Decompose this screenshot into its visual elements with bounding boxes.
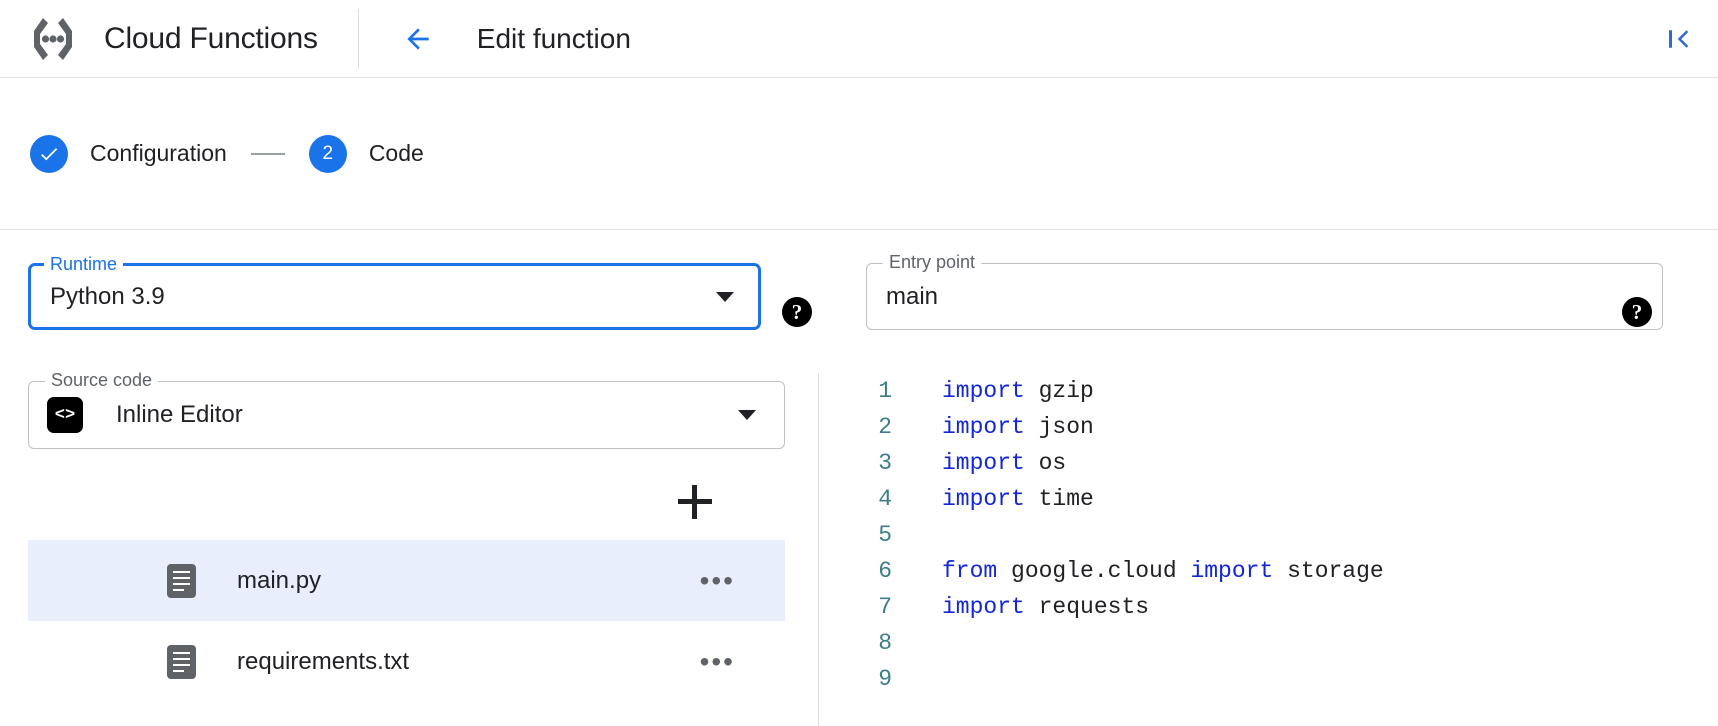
body-area: Runtime Python 3.9 Entry point main Sour…: [0, 231, 1718, 726]
code-line: 7 import requests: [836, 589, 1718, 625]
header-divider: [357, 8, 359, 69]
code-brackets-icon: <>: [47, 397, 83, 433]
more-horizontal-icon[interactable]: •••: [699, 564, 735, 596]
add-plus-icon[interactable]: [678, 484, 712, 519]
step-marker-completed: [30, 134, 68, 173]
runtime-value: Python 3.9: [50, 282, 165, 310]
runtime-select[interactable]: Runtime Python 3.9: [28, 254, 761, 330]
code-keyword: import: [1190, 558, 1274, 584]
pane-divider: [818, 373, 819, 726]
code-text[interactable]: from google.cloud import storage: [942, 553, 1384, 589]
code-keyword: import: [942, 594, 1025, 620]
step-label-configuration: Configuration: [90, 140, 227, 166]
code-line: 6 from google.cloud import storage: [836, 553, 1718, 589]
code-line: 3 import os: [836, 445, 1718, 481]
code-keyword: import: [942, 414, 1025, 440]
page-title: Edit function: [476, 22, 631, 54]
line-number: 7: [878, 594, 892, 620]
file-name: requirements.txt: [237, 647, 410, 675]
entry-point-field[interactable]: Entry point main: [866, 252, 1663, 330]
add-file-row: [28, 463, 785, 540]
code-token: json: [1024, 414, 1094, 440]
line-number: 6: [878, 558, 892, 584]
code-line: 9: [836, 661, 1718, 697]
entry-point-value: main: [886, 282, 939, 310]
code-text[interactable]: import os: [942, 445, 1066, 481]
code-line: 1 import gzip: [836, 373, 1718, 409]
source-code-label: Source code: [45, 370, 159, 391]
file-description-icon: [167, 563, 196, 598]
brand-block: Cloud Functions: [0, 12, 318, 66]
file-name: main.py: [237, 566, 322, 594]
entry-point-label: Entry point: [883, 252, 982, 273]
file-list-item-requirements-txt[interactable]: requirements.txt •••: [28, 621, 785, 702]
code-line: 8: [836, 625, 1718, 661]
inline-code-editor[interactable]: 1 import gzip 2 import json 3 import os 4 impor…: [836, 373, 1718, 726]
step-connector: [250, 152, 285, 155]
code-keyword: import: [942, 486, 1025, 512]
code-line: 5: [836, 517, 1718, 553]
help-filled-icon[interactable]: ?: [1622, 297, 1652, 327]
arrow-left-icon[interactable]: [401, 22, 435, 56]
source-code-value: Inline Editor: [116, 401, 243, 428]
file-list: main.py ••• requirements.txt •••: [28, 540, 785, 702]
chevron-down-icon[interactable]: [724, 382, 770, 448]
code-keyword: from: [942, 558, 998, 584]
code-token: gzip: [1024, 378, 1094, 404]
code-token: time: [1024, 486, 1094, 512]
code-token: requests: [1024, 594, 1150, 620]
wizard-stepper: Configuration 2 Code: [0, 78, 1718, 230]
source-code-select[interactable]: Source code <> Inline Editor: [28, 370, 785, 449]
step-marker-2: 2: [308, 134, 347, 173]
code-token: os: [1024, 450, 1067, 476]
code-token: storage: [1273, 558, 1384, 584]
code-text[interactable]: import requests: [942, 589, 1149, 625]
code-text[interactable]: import json: [942, 409, 1094, 445]
code-line: 4 import time: [836, 481, 1718, 517]
line-number: 2: [878, 414, 892, 440]
cloud-functions-logo-icon: [26, 12, 80, 66]
file-list-item-main-py[interactable]: main.py •••: [28, 540, 785, 621]
collapse-panel-icon[interactable]: [1662, 22, 1696, 56]
file-description-icon: [167, 644, 196, 679]
line-number: 4: [878, 486, 892, 512]
line-number: 3: [878, 450, 892, 476]
app-header: Cloud Functions Edit function: [0, 0, 1718, 78]
code-text[interactable]: import time: [942, 481, 1094, 517]
step-code[interactable]: 2 Code: [308, 134, 424, 173]
runtime-label: Runtime: [44, 254, 124, 275]
code-token: google.cloud: [997, 558, 1191, 584]
code-line: 2 import json: [836, 409, 1718, 445]
code-keyword: import: [942, 378, 1025, 404]
step-configuration[interactable]: Configuration: [30, 134, 227, 173]
line-number: 8: [878, 630, 892, 656]
help-filled-icon[interactable]: ?: [782, 297, 812, 327]
step-label-code: Code: [368, 140, 424, 166]
code-keyword: import: [942, 450, 1025, 476]
brand-title: Cloud Functions: [104, 21, 318, 55]
code-text[interactable]: import gzip: [942, 373, 1094, 409]
more-horizontal-icon[interactable]: •••: [699, 645, 735, 677]
line-number: 9: [878, 666, 892, 692]
chevron-down-icon[interactable]: [702, 266, 748, 327]
line-number: 5: [878, 522, 892, 548]
line-number: 1: [878, 378, 892, 404]
